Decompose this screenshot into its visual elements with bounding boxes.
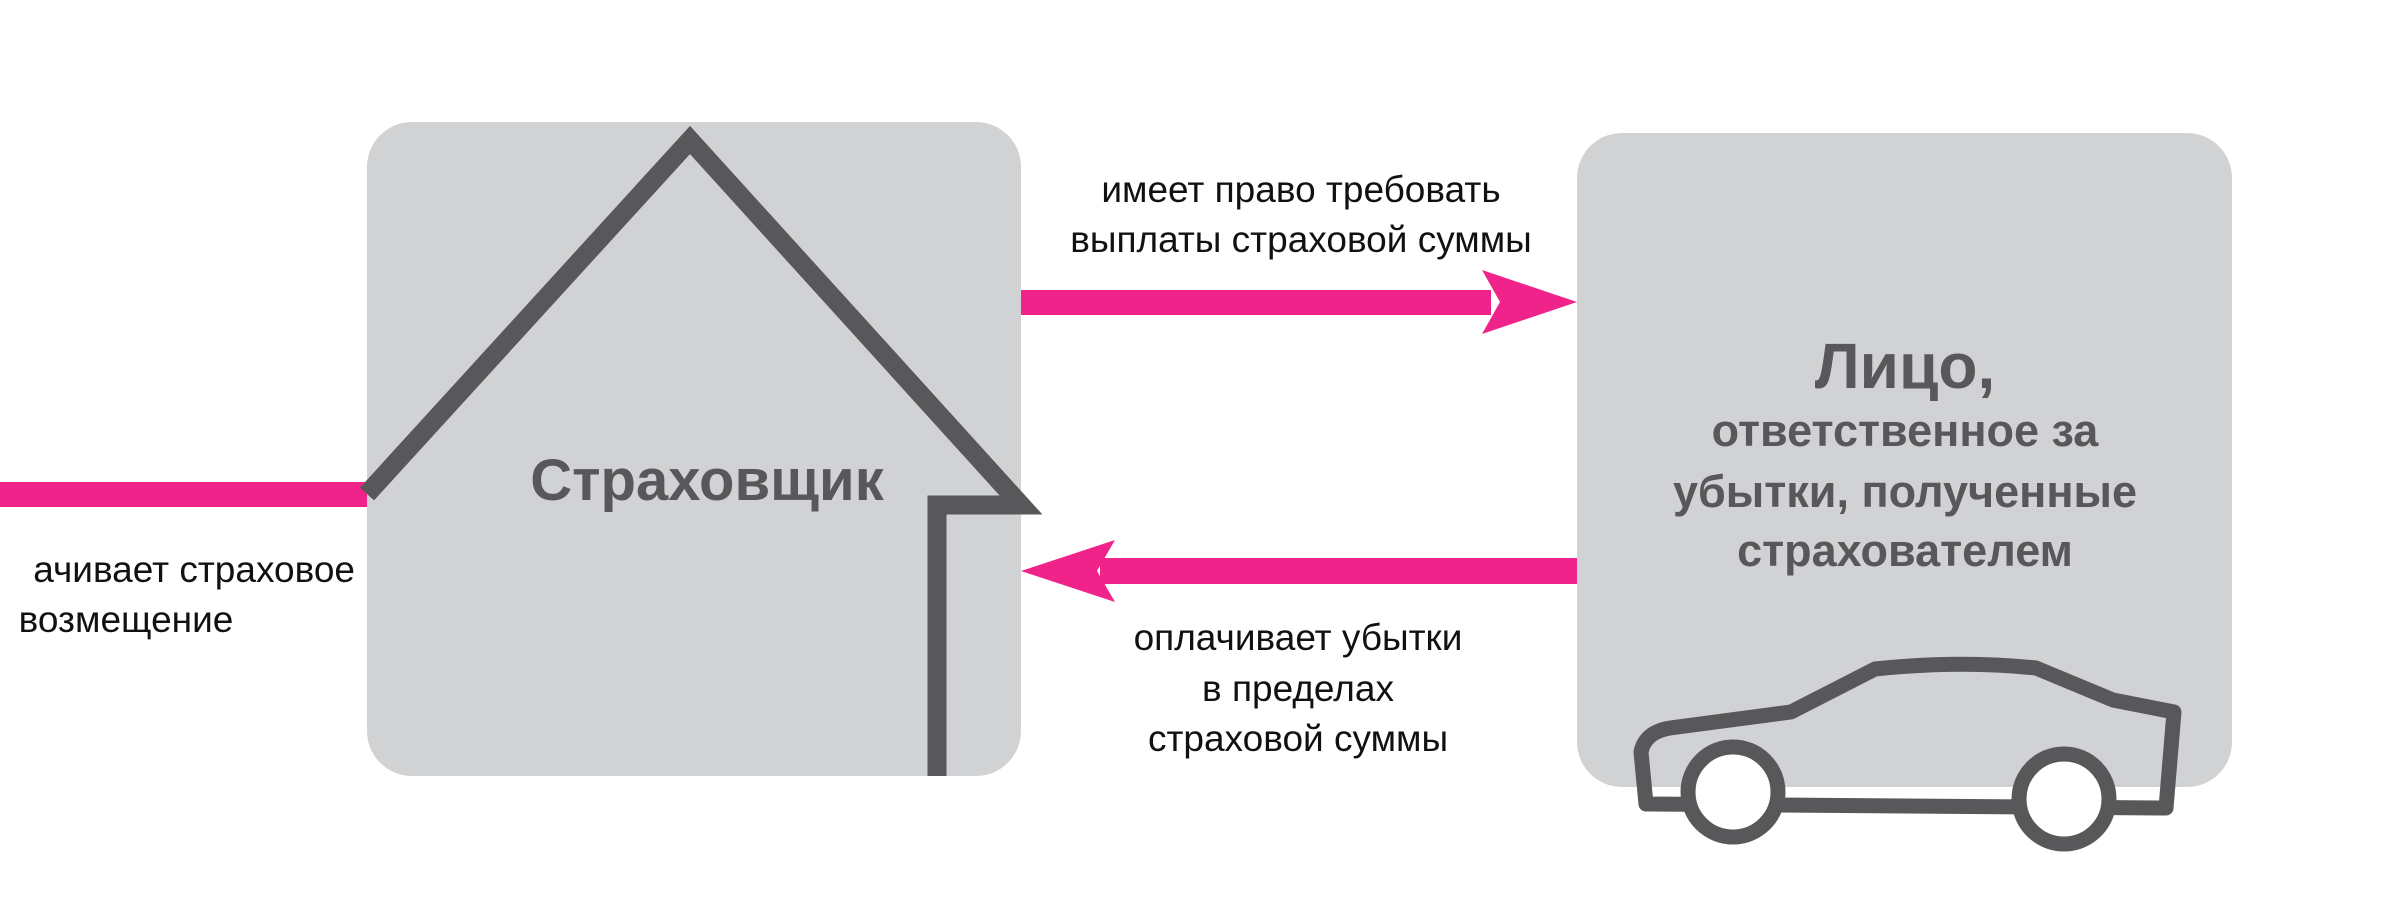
responsible-title: Лицо, (1815, 330, 1995, 402)
arrow-left-label-2: в пределах (1202, 668, 1394, 709)
car-icon (1633, 656, 2182, 852)
left-connector-line (0, 482, 370, 507)
house-icon (359, 125, 1043, 776)
responsible-line-1: ответственное за (1712, 405, 2100, 456)
arrow-right-label-1: имеет право требовать (1101, 169, 1500, 210)
arrow-to-responsible (1021, 270, 1577, 334)
arrow-left-label-3: страховой суммы (1148, 718, 1448, 759)
responsible-line-2: убытки, полученные (1673, 466, 2137, 517)
insurer-box (367, 122, 1021, 776)
left-label-line-1: ачивает страховое (33, 549, 355, 590)
arrow-right-label-2: выплаты страховой суммы (1070, 219, 1532, 260)
left-label-line-2: возмещение (19, 599, 234, 640)
arrow-left-label-1: оплачивает убытки (1134, 617, 1463, 658)
insurer-title: Страховщик (530, 448, 884, 513)
arrow-to-insurer (1021, 540, 1577, 602)
responsible-line-3: страхователем (1737, 525, 2073, 576)
responsible-party-box (1577, 133, 2232, 787)
